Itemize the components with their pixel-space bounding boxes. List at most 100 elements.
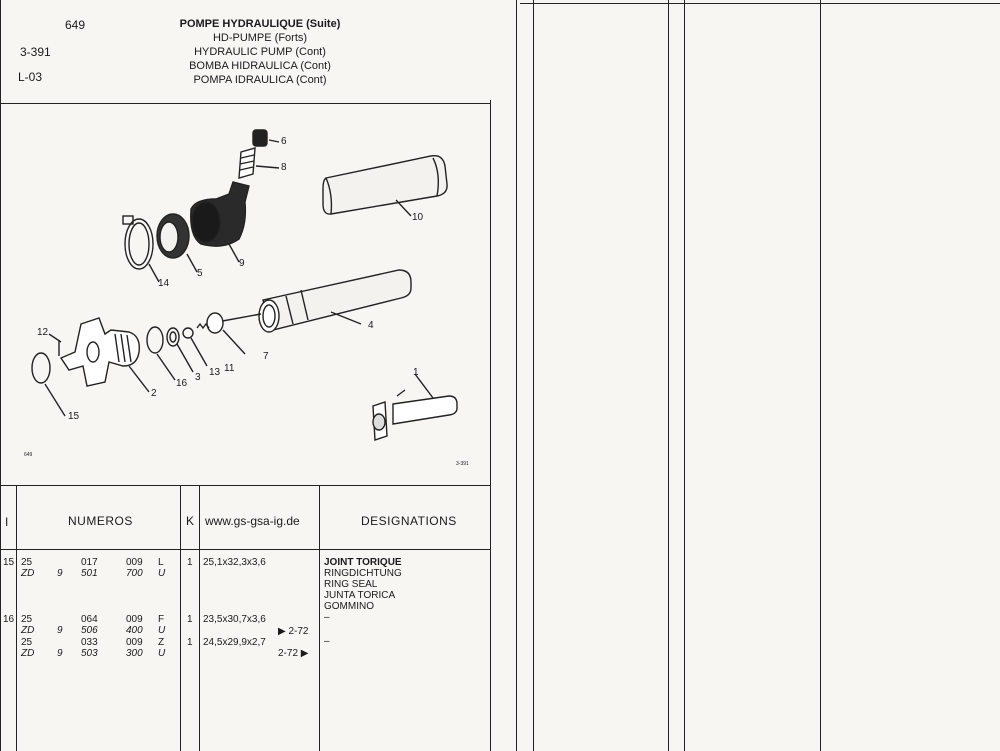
part-number-a: ZD [21, 648, 35, 659]
header-rule [0, 103, 490, 104]
part-number-d: 300 [126, 648, 143, 659]
part-number-d: 700 [126, 568, 143, 579]
callout-8: 8 [281, 162, 287, 173]
callout-5: 5 [197, 268, 203, 279]
part-number-d: 009 [126, 557, 143, 568]
designation-line: JUNTA TORICA [324, 590, 396, 601]
part-number-c: 501 [81, 568, 98, 579]
quantity: 1 [187, 637, 193, 648]
part-number-b: 9 [57, 568, 63, 579]
quantity: 1 [187, 557, 193, 568]
table-header-numeros: NUMEROS [68, 514, 133, 528]
table-col-spec [199, 485, 200, 751]
part-number-a: 25 [21, 637, 33, 648]
reference-code: 3-391 [20, 45, 51, 59]
callout-3: 3 [195, 372, 201, 383]
part-13-ball [182, 327, 208, 367]
dimension-spec: 25,1x32,3x3,6 [203, 557, 266, 568]
table-col-k [180, 485, 181, 751]
column-divider [668, 0, 669, 751]
part-8-nipple [238, 147, 280, 179]
part-number-a: 25 [21, 614, 33, 625]
page-border-left [0, 0, 1, 751]
table-col-designations [319, 485, 320, 751]
part-number-c: 064 [81, 614, 98, 625]
callout-9: 9 [239, 258, 245, 269]
part-number-b: 9 [57, 648, 63, 659]
callout-13: 13 [209, 367, 221, 378]
column-divider [684, 0, 685, 751]
part-number-e: U [158, 648, 166, 659]
part-number-d: 009 [126, 637, 143, 648]
website-label: www.gs-gsa-ig.de [205, 514, 300, 528]
callout-1: 1 [413, 367, 419, 378]
part-number-a: ZD [21, 625, 35, 636]
callout-14: 14 [158, 278, 170, 289]
callout-6: 6 [281, 136, 287, 147]
part-6-cap [252, 129, 280, 147]
part-number-c: 506 [81, 625, 98, 636]
column-divider [516, 0, 517, 751]
section-code: L-03 [18, 70, 43, 84]
part-1-assembled-pump [372, 373, 458, 441]
designation-line: RING SEAL [324, 579, 378, 590]
callout-7: 7 [263, 351, 269, 362]
table-col-index [16, 485, 17, 751]
part-number-a: ZD [21, 568, 35, 579]
table-header-index: I [5, 515, 9, 529]
dimension-spec: 24,5x29,9x2,7 [203, 637, 266, 648]
part-11-spring [196, 322, 210, 330]
quantity: 1 [187, 614, 193, 625]
part-number-e: F [158, 614, 165, 625]
callout-4: 4 [368, 320, 374, 331]
diagram-corner-left: 649 [24, 452, 33, 458]
part-7-piston [206, 312, 262, 355]
part-9-hose [190, 181, 250, 263]
callout-12: 12 [37, 327, 49, 338]
table-header-k: K [186, 514, 195, 528]
part-4-cylinder [258, 269, 412, 333]
diagram-bottom-rule [0, 485, 490, 486]
part-number-c: 017 [81, 557, 98, 568]
top-rule [520, 3, 1000, 4]
part-number-a: 25 [21, 557, 33, 568]
column-divider [820, 0, 821, 751]
part-3-washer [166, 327, 194, 373]
part-5-ring [156, 213, 198, 273]
part-16-o-ring [146, 326, 176, 381]
exploded-parts-diagram [31, 129, 458, 441]
designation-line: – [324, 612, 330, 623]
title-spanish: BOMBA HIDRAULICA (Cont) [189, 60, 331, 72]
part-number-e: U [158, 625, 166, 636]
part-14-clamp [122, 215, 160, 283]
part-number-e: L [158, 557, 164, 568]
title-english: HYDRAULIC PUMP (Cont) [194, 46, 326, 58]
part-10-filter-tube [322, 155, 448, 217]
part-number-e: Z [158, 637, 165, 648]
dimension-spec: 23,5x30,7x3,6 [203, 614, 266, 625]
row-index: 16 [3, 614, 15, 625]
callout-15: 15 [68, 411, 80, 422]
designation-line: GOMMINO [324, 601, 374, 612]
part-number-c: 033 [81, 637, 98, 648]
callout-16: 16 [176, 378, 188, 389]
table-header-designations: DESIGNATIONS [361, 514, 457, 528]
callout-11: 11 [224, 363, 235, 374]
designation-line: – [324, 636, 330, 647]
page-border-right [490, 100, 491, 751]
page-number: 649 [65, 18, 86, 32]
part-number-c: 503 [81, 648, 98, 659]
designation-title: JOINT TORIQUE [324, 557, 402, 568]
part-number-d: 009 [126, 614, 143, 625]
part-15-o-ring [31, 352, 66, 417]
part-number-b: 9 [57, 625, 63, 636]
row-index: 15 [3, 557, 15, 568]
title-french: POMPE HYDRAULIQUE (Suite) [179, 18, 341, 30]
part-2-pump-body [48, 317, 150, 393]
designation-line: RINGDICHTUNG [324, 568, 402, 579]
part-number-d: 400 [126, 625, 143, 636]
validity-date: ▶ 2-72 [278, 626, 309, 637]
validity-date: 2-72 ▶ [278, 648, 309, 659]
diagram-corner-right: 3-391 [456, 461, 469, 467]
column-divider [533, 0, 534, 751]
